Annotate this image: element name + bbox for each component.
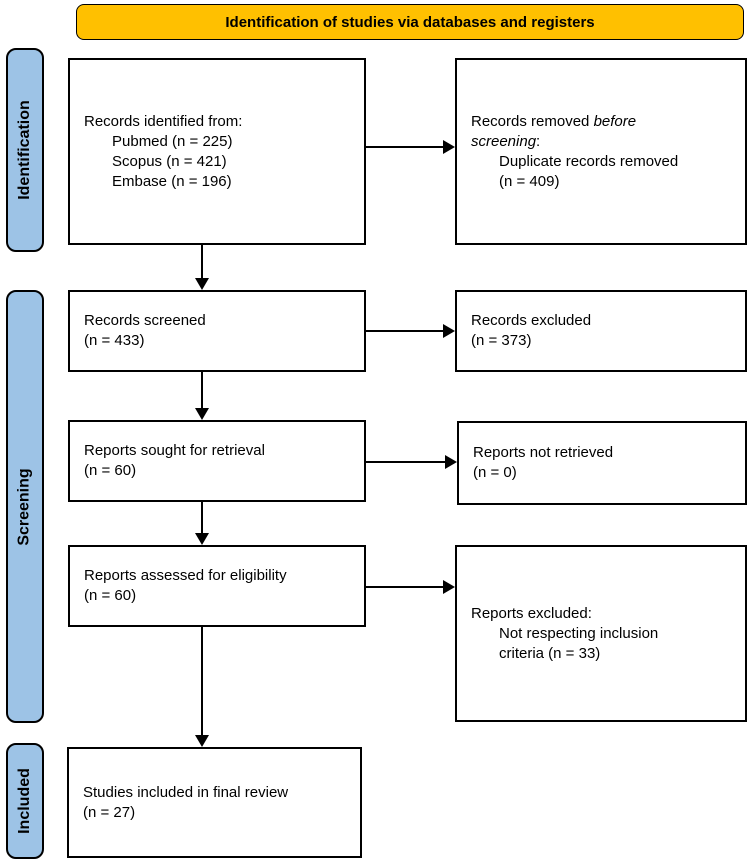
banner-title-label: Identification of studies via databases … <box>225 13 595 31</box>
stage-included: Included <box>6 743 44 859</box>
box-reports-assessed: Reports assessed for eligibility (n = 60… <box>68 545 366 627</box>
stage-identification: Identification <box>6 48 44 252</box>
box-studies-included: Studies included in final review (n = 27… <box>67 747 362 858</box>
stage-screening: Screening <box>6 290 44 723</box>
box-records-removed: Records removed before screening: Duplic… <box>455 58 747 245</box>
banner-title: Identification of studies via databases … <box>76 4 744 40</box>
box-reports-excluded: Reports excluded: Not respecting inclusi… <box>455 545 747 722</box>
stage-included-label: Included <box>16 768 33 834</box>
box-reports-not-retrieved: Reports not retrieved (n = 0) <box>457 421 747 505</box>
box-records-identified: Records identified from: Pubmed (n = 225… <box>68 58 366 245</box>
records-removed-title-line1: Records removed before <box>471 112 637 130</box>
records-identified-sources: Pubmed (n = 225) Scopus (n = 421) Embase… <box>112 132 233 190</box>
box-reports-sought: Reports sought for retrieval (n = 60) <box>68 420 366 502</box>
stage-identification-label: Identification <box>16 100 33 200</box>
arrow-identified-to-removed <box>366 140 455 154</box>
reports-excluded-title: Reports excluded: <box>471 604 592 622</box>
box-records-screened: Records screened (n = 433) <box>68 290 366 372</box>
stage-screening-label: Screening <box>16 467 34 546</box>
records-identified-title: Records identified from: <box>84 112 243 130</box>
records-removed-title-line2: screening: <box>471 132 541 150</box>
reports-excluded-detail: Not respecting inclusion criteria (n = 3… <box>499 624 659 662</box>
arrow-identified-to-screened <box>195 245 209 290</box>
arrow-sought-to-assessed <box>195 502 209 545</box>
arrow-sought-to-not-retrieved <box>366 455 457 469</box>
arrow-assessed-to-included <box>195 627 209 747</box>
arrow-assessed-to-reports-excluded <box>366 580 455 594</box>
arrow-screened-to-sought <box>195 372 209 420</box>
arrow-screened-to-excluded <box>366 324 455 338</box>
records-removed-detail: Duplicate records removed (n = 409) <box>499 152 679 190</box>
box-records-excluded: Records excluded (n = 373) <box>455 290 747 372</box>
